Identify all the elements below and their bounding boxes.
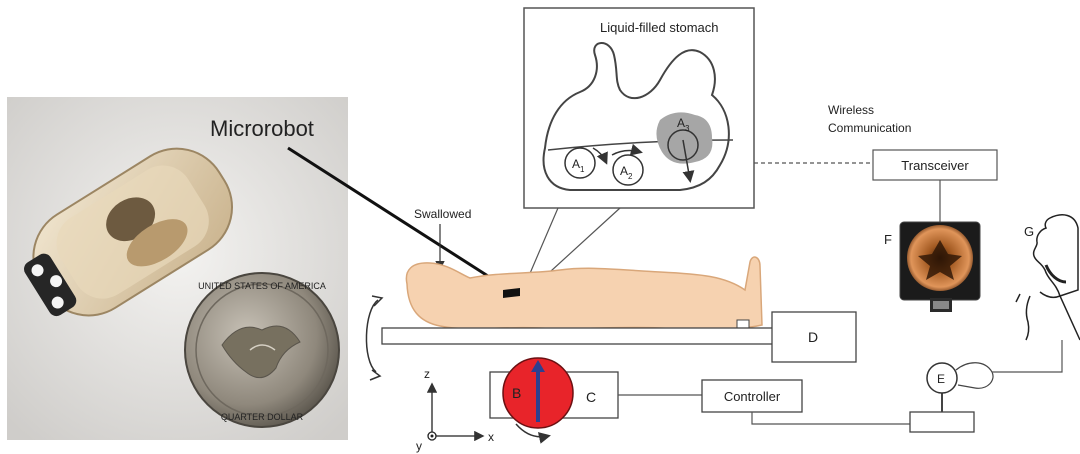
microrobot-label: Microrobot: [210, 116, 314, 141]
controller-box: Controller: [702, 380, 802, 412]
axis-x-label: x: [488, 430, 494, 444]
joystick-label: E: [937, 372, 945, 386]
rotation-arrow: [366, 300, 378, 372]
controller-joystick-link: [752, 412, 910, 424]
region-a1: A1: [565, 148, 595, 178]
coordinate-axes: z x y: [416, 367, 494, 453]
hand-operator-link: [992, 340, 1062, 372]
joystick-e: E: [910, 363, 993, 432]
box-d: D: [772, 312, 856, 362]
wireless-label-line1: Wireless: [828, 103, 874, 117]
magnet-label: B: [512, 385, 521, 401]
monitor-f: F: [884, 222, 980, 312]
monitor-label: F: [884, 232, 892, 247]
patient-body: [406, 257, 762, 329]
box-d-label: D: [808, 329, 818, 345]
transceiver-box: Transceiver: [873, 150, 997, 180]
region-a2: A2: [613, 155, 643, 185]
axis-z-label: z: [424, 367, 430, 381]
swallowed-label: Swallowed: [414, 207, 471, 221]
stomach-panel-title: Liquid-filled stomach: [600, 20, 719, 35]
transceiver-label: Transceiver: [901, 158, 969, 173]
wireless-label-line2: Communication: [828, 121, 911, 135]
operator-g: G: [1016, 215, 1080, 340]
operator-hand: [956, 363, 993, 389]
magnet-b: B: [503, 358, 573, 428]
examination-table: [382, 328, 792, 344]
box-c-label: C: [586, 389, 596, 405]
quarter-coin: UNITED STATES OF AMERICA QUARTER DOLLAR: [185, 273, 339, 427]
controller-label: Controller: [724, 389, 781, 404]
stomach-panel: Liquid-filled stomach A1 A2 A3: [522, 8, 754, 292]
microrobot-photo: UNITED STATES OF AMERICA QUARTER DOLLAR …: [7, 97, 348, 440]
axis-y-label: y: [416, 439, 422, 453]
coin-engraving-bottom: QUARTER DOLLAR: [221, 412, 304, 422]
coin-engraving-top: UNITED STATES OF AMERICA: [198, 281, 326, 291]
operator-label: G: [1024, 224, 1034, 239]
